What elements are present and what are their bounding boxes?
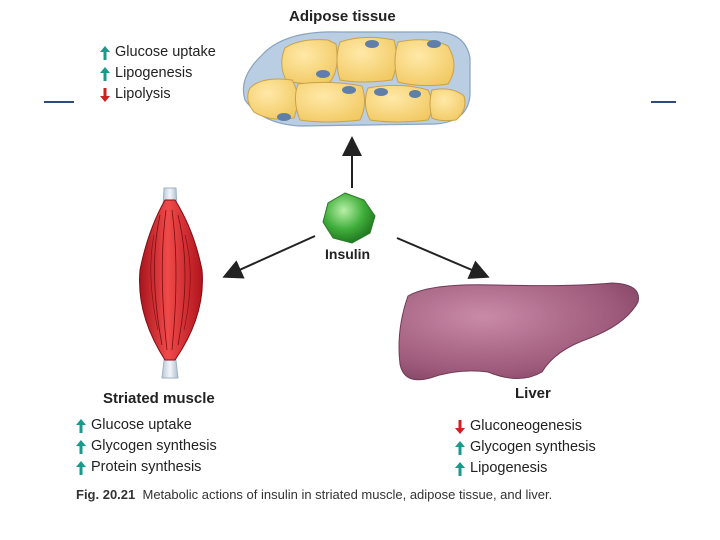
liver-effect-lipogenesis: Lipogenesis [455,458,596,479]
red-down-arrow-icon [455,419,465,434]
red-down-arrow-icon [100,87,110,102]
liver-title: Liver [515,385,551,402]
muscle-effect-protein-synthesis: Protein synthesis [76,457,217,478]
muscle-effects: Glucose uptake Glycogen synthesis Protei… [76,415,217,478]
adipose-effects: Glucose uptake Lipogenesis Lipolysis [100,42,216,105]
adipose-effect-lipolysis: Lipolysis [100,84,216,105]
effect-label: Glycogen synthesis [470,439,596,455]
liver-illustration [398,282,639,381]
adipose-effect-lipogenesis: Lipogenesis [100,63,216,84]
effect-label: Lipogenesis [470,460,548,476]
arrow-to-liver [396,237,490,279]
teal-up-arrow-icon [455,461,465,476]
left-rule [44,101,74,103]
muscle-title: Striated muscle [103,390,215,407]
teal-up-arrow-icon [455,440,465,455]
teal-up-arrow-icon [100,66,110,81]
muscle-effect-glucose-uptake: Glucose uptake [76,415,217,436]
figure-caption-text: Metabolic actions of insulin in striated… [142,487,553,502]
striated-muscle-illustration [139,187,203,379]
adipose-effect-glucose-uptake: Glucose uptake [100,42,216,63]
arrow-to-muscle [222,235,316,279]
liver-effects: Gluconeogenesis Glycogen synthesis Lipog… [455,416,596,479]
effect-label: Lipogenesis [115,65,193,81]
effect-label: Lipolysis [115,86,171,102]
adipose-tissue-illustration [242,31,471,127]
teal-up-arrow-icon [76,460,86,475]
effect-label: Glucose uptake [91,417,192,433]
effect-label: Gluconeogenesis [470,418,583,434]
teal-up-arrow-icon [100,45,110,60]
insulin-label: Insulin [325,246,371,262]
figure-number: Fig. 20.21 [76,487,136,502]
teal-up-arrow-icon [76,439,86,454]
liver-effect-gluconeogenesis: Gluconeogenesis [455,416,596,437]
figure-caption: Fig. 20.21 Metabolic actions of insulin … [76,487,676,503]
effect-label: Glycogen synthesis [91,438,217,454]
effect-label: Protein synthesis [91,459,202,475]
adipose-title: Adipose tissue [289,8,396,25]
insulin-molecule [322,192,376,244]
right-rule [651,101,676,103]
liver-effect-glycogen-synthesis: Glycogen synthesis [455,437,596,458]
muscle-effect-glycogen-synthesis: Glycogen synthesis [76,436,217,457]
effect-label: Glucose uptake [115,44,216,60]
teal-up-arrow-icon [76,418,86,433]
